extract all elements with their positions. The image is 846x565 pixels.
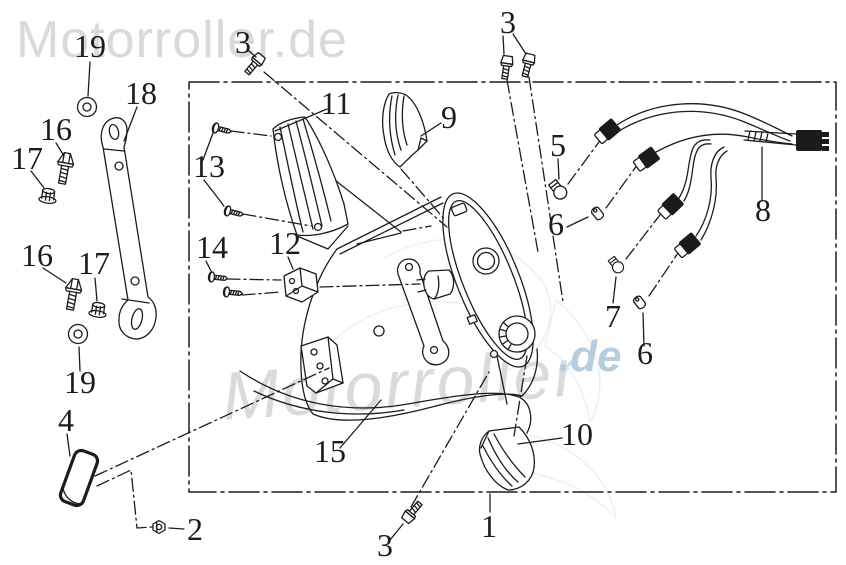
bulb-holder-socket [416, 269, 455, 300]
part-6-socket-upper [589, 205, 606, 222]
callout-17-nut-lower: 17 [78, 245, 110, 281]
part-3-screw-right-a [498, 54, 515, 81]
part-18-bracket [100, 117, 157, 340]
watermark-de-suffix: .de [558, 332, 622, 381]
callout-14-screws: 14 [196, 229, 228, 265]
part-16-bolt-top [53, 151, 76, 186]
callout-17-nut-top: 17 [11, 140, 43, 176]
callout-8-harness: 8 [755, 192, 771, 228]
part-7-bulb-small [606, 254, 627, 276]
callout-5-bulb: 5 [550, 127, 566, 163]
part-13-screw-a [210, 121, 233, 138]
leader-lines [30, 33, 763, 541]
callout-15-fender: 15 [314, 433, 346, 469]
part-3-screw-bottom [399, 498, 426, 526]
part-4-mudflap [58, 448, 100, 508]
callout-16-bolt-top: 16 [40, 111, 72, 147]
callout-9-reflector: 9 [441, 99, 457, 135]
part-13-screw-b [222, 204, 245, 221]
taillight-base [442, 192, 536, 368]
callout-6-socket-upper: 6 [548, 206, 564, 242]
part-10-reflector-lower [478, 426, 536, 491]
part-14-screw-a [207, 271, 229, 285]
callout-4-mudflap: 4 [58, 402, 74, 438]
part-19-washer-top [76, 96, 98, 118]
callout-11-grille: 11 [321, 85, 352, 121]
part-12-mount-block [283, 267, 319, 303]
fender-mount-plate [300, 336, 344, 394]
part-5-bulb [546, 177, 571, 203]
swirl-logo-watermark [329, 238, 617, 519]
callout-labels: 19 18 16 17 3 11 9 3 5 6 8 13 14 12 7 6 … [11, 4, 771, 563]
callout-3-screw-bottom: 3 [377, 527, 393, 563]
part-17-nut-lower [87, 300, 109, 319]
callout-19-washer-top: 19 [74, 28, 106, 64]
callout-12-mount-block: 12 [269, 225, 301, 261]
callout-13-screws: 13 [193, 148, 225, 184]
harness-connector-2 [631, 145, 662, 174]
callout-19-washer-lower: 19 [64, 364, 96, 400]
callout-7-bulb-small: 7 [605, 298, 621, 334]
part-19-washer-lower [67, 323, 89, 345]
harness-connector-1 [592, 117, 623, 147]
harness-connector-4 [672, 231, 703, 261]
harness-main-connector [796, 130, 829, 151]
callout-3-screw-top: 3 [235, 24, 251, 60]
callout-6-socket-lower: 6 [637, 335, 653, 371]
alignment-lines [94, 71, 681, 529]
callout-2-nut: 2 [187, 511, 203, 547]
fender-strap [396, 258, 450, 366]
part-15-rear-fender [239, 172, 539, 434]
watermark-header: Motorroller.de [16, 11, 348, 69]
part-14-screw-b [222, 286, 244, 300]
part-17-nut-top [37, 186, 59, 205]
part-9-reflector-upper [382, 91, 428, 168]
part-11-grille [272, 116, 349, 250]
callout-16-bolt-lower: 16 [21, 237, 53, 273]
callout-1-assembly: 1 [481, 508, 497, 544]
diagram-frame [188, 81, 837, 493]
callout-3-screws-right: 3 [500, 4, 516, 40]
callout-18-bracket: 18 [125, 75, 157, 111]
part-8-wiring-harness [592, 103, 829, 261]
part-2-nut [152, 519, 166, 535]
part-6-socket-lower [631, 294, 648, 311]
part-3-screw-right-b [518, 52, 537, 79]
callout-10-reflector: 10 [561, 416, 593, 452]
